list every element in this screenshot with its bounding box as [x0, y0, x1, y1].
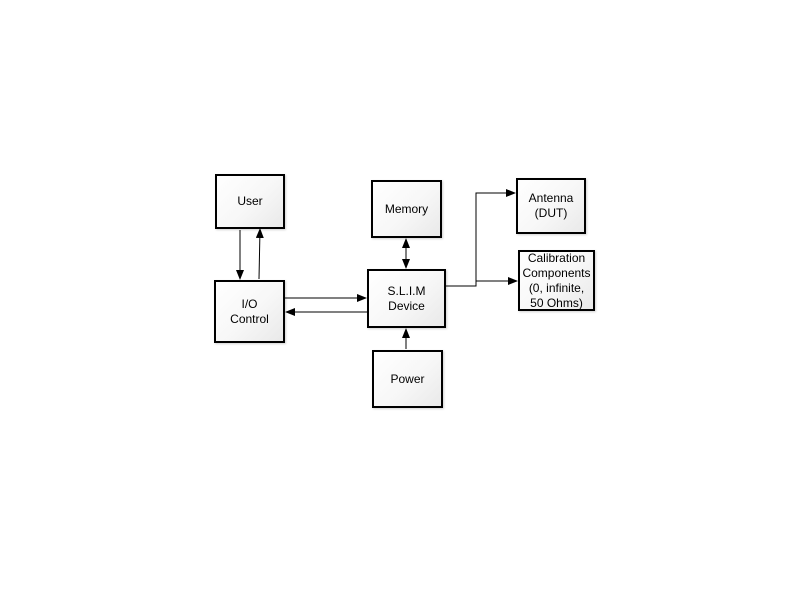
memory-node[interactable]: Memory — [371, 180, 442, 238]
slim-device-node-label-1: S.L.I.M — [387, 283, 426, 298]
calibration-node-label-1: Calibration — [527, 250, 586, 265]
antenna-node-label-1: Antenna — [528, 191, 574, 205]
user-node[interactable]: User — [215, 174, 285, 229]
slim-device-node-label-2: Device — [388, 298, 425, 313]
antenna-node-label-2: (DUT) — [534, 206, 568, 220]
calibration-node[interactable]: Calibration Components (0, infinite, 50 … — [518, 250, 595, 311]
io-control-node[interactable]: I/O Control — [214, 280, 285, 343]
connector-slim-device-to-antenna — [446, 189, 516, 287]
io-control-node-label-2: Control — [230, 311, 269, 326]
memory-node-label-1: Memory — [384, 201, 429, 216]
calibration-node-label-2: Components — [522, 265, 591, 280]
power-node[interactable]: Power — [372, 350, 443, 408]
calibration-node-label-4: 50 Ohms) — [530, 295, 583, 310]
io-control-node-label-1: I/O — [241, 296, 258, 311]
power-node-label-1: Power — [390, 371, 425, 386]
calibration-node-label-3: (0, infinite, — [528, 280, 585, 295]
slim-device-node[interactable]: S.L.I.M Device — [367, 269, 446, 328]
connector-io-control-to-user — [255, 228, 264, 280]
antenna-node[interactable]: Antenna (DUT) — [516, 178, 586, 234]
user-node-label-1: User — [237, 194, 263, 208]
